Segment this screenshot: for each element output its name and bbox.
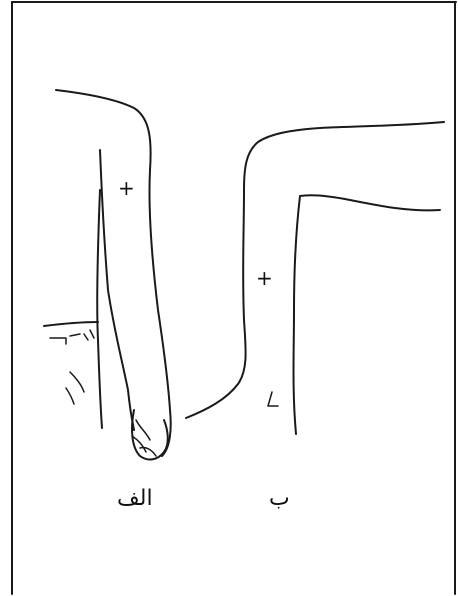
panel-b-arm-drawing — [186, 122, 444, 434]
panel-b-arm-outer-contour — [186, 122, 444, 418]
panel-a-torso-line — [97, 190, 102, 428]
panel-a-hand — [132, 410, 168, 459]
panel-a-pocket-folds — [50, 330, 94, 344]
panel-b-label: ب — [269, 488, 290, 510]
panel-b-marker: + — [256, 268, 273, 288]
panel-b-arm-inner-contour — [294, 195, 441, 434]
panel-a-marker: + — [118, 178, 135, 198]
panel-a-arm-drawing — [44, 90, 171, 459]
panel-a-label: الف — [117, 488, 153, 510]
panel-a-hip-line — [44, 322, 98, 326]
panel-a-cloth-folds — [66, 372, 84, 404]
panel-b-elbow-fold — [268, 392, 278, 406]
